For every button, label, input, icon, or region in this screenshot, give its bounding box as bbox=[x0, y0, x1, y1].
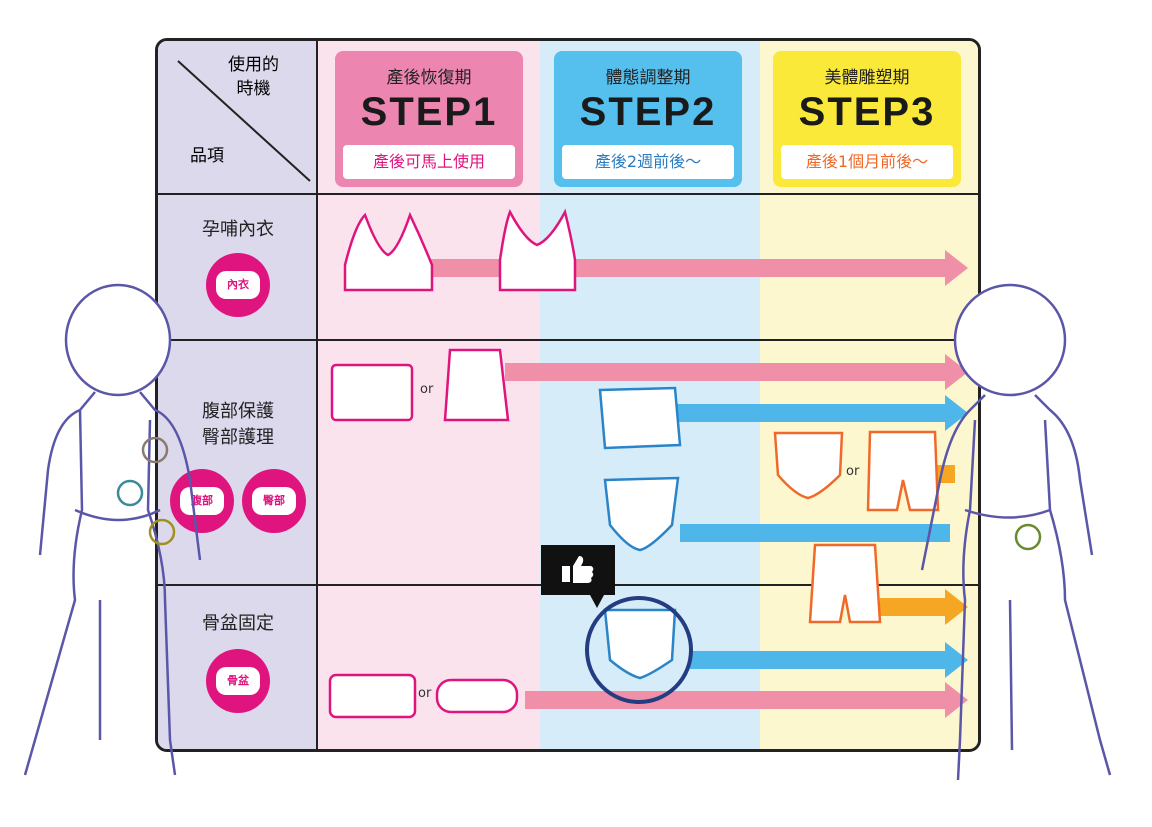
sports-bra-icon bbox=[498, 208, 577, 292]
arrow-pelvis-step1 bbox=[525, 682, 968, 718]
pelvis-badge-icon: 骨盆 bbox=[206, 649, 270, 713]
pelvic-brief-icon bbox=[603, 608, 677, 680]
arrow-shaper-step3 bbox=[880, 589, 968, 625]
bra-badge-icon: 內衣 bbox=[206, 253, 270, 317]
right-woman-figure bbox=[920, 283, 1112, 781]
abdominal-belt-icon bbox=[330, 363, 414, 422]
hip-shorts-icon bbox=[866, 430, 940, 512]
corner-item-label: 品項 bbox=[190, 146, 224, 166]
arrow-abdomen-step1 bbox=[505, 354, 968, 390]
abdomen-badge-icon: 腹部 bbox=[170, 469, 234, 533]
target-chest-icon bbox=[141, 436, 169, 464]
waist-shaper-icon bbox=[598, 386, 682, 450]
hip-badge-icon: 臀部 bbox=[242, 469, 306, 533]
hip-brief-icon bbox=[773, 431, 844, 500]
row-label-pelvis: 骨盆固定 bbox=[202, 613, 274, 634]
left-woman-figure bbox=[23, 283, 202, 776]
arrow-girdle-step2 bbox=[680, 524, 950, 542]
pelvic-band-icon bbox=[435, 678, 519, 714]
recommended-badge bbox=[541, 545, 615, 608]
or-label: or bbox=[846, 464, 860, 479]
arrow-abdomen-step2 bbox=[675, 395, 968, 431]
high-waist-brief-icon bbox=[603, 476, 680, 552]
or-label: or bbox=[418, 686, 432, 701]
recommended-circle bbox=[585, 596, 693, 704]
target-abdomen-icon bbox=[116, 479, 144, 507]
row-label-nursing-bra: 孕哺內衣 bbox=[202, 219, 274, 240]
target-hip-icon bbox=[1014, 523, 1042, 551]
arrow-pelvis-step2 bbox=[690, 642, 968, 678]
thumbs-up-icon bbox=[562, 556, 594, 583]
diagonal-divider bbox=[177, 60, 311, 182]
support-skirt-icon bbox=[443, 348, 510, 422]
item-column bbox=[158, 41, 318, 749]
nursing-bra-icon bbox=[343, 211, 434, 292]
row-label-abdomen-hip: 腹部保護臀部護理 bbox=[202, 401, 274, 448]
target-hip-icon bbox=[148, 518, 176, 546]
pelvic-belt-icon bbox=[328, 673, 417, 719]
body-shaper-icon bbox=[808, 543, 882, 624]
or-label: or bbox=[420, 382, 434, 397]
corner-timing-label: 使用的時機 bbox=[228, 55, 279, 99]
